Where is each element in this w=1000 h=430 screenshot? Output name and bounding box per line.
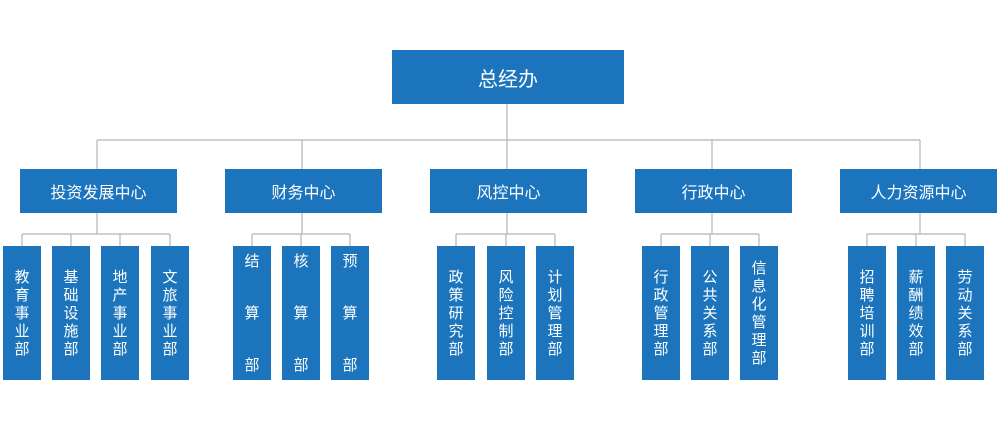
dept-node: 招 聘 培 训 部	[848, 246, 886, 380]
dept-node: 文 旅 事 业 部	[151, 246, 189, 380]
dept-node: 教 育 事 业 部	[3, 246, 41, 380]
center-node-hr: 人力资源中心	[840, 169, 997, 213]
dept-node: 计 划 管 理 部	[536, 246, 574, 380]
dept-node: 预 算 部	[331, 246, 369, 380]
root-node: 总经办	[392, 50, 624, 104]
dept-node: 公 共 关 系 部	[691, 246, 729, 380]
center-node-investment: 投资发展中心	[20, 169, 177, 213]
dept-node: 信 息 化 管 理 部	[740, 246, 778, 380]
dept-node: 薪 酬 绩 效 部	[897, 246, 935, 380]
center-node-admin: 行政中心	[635, 169, 792, 213]
dept-node: 结 算 部	[233, 246, 271, 380]
dept-node: 政 策 研 究 部	[437, 246, 475, 380]
dept-node: 行 政 管 理 部	[642, 246, 680, 380]
dept-node: 核 算 部	[282, 246, 320, 380]
dept-node: 劳 动 关 系 部	[946, 246, 984, 380]
dept-node: 风 险 控 制 部	[487, 246, 525, 380]
center-node-risk: 风控中心	[430, 169, 587, 213]
dept-node: 地 产 事 业 部	[101, 246, 139, 380]
dept-node: 基 础 设 施 部	[52, 246, 90, 380]
center-node-finance: 财务中心	[225, 169, 382, 213]
